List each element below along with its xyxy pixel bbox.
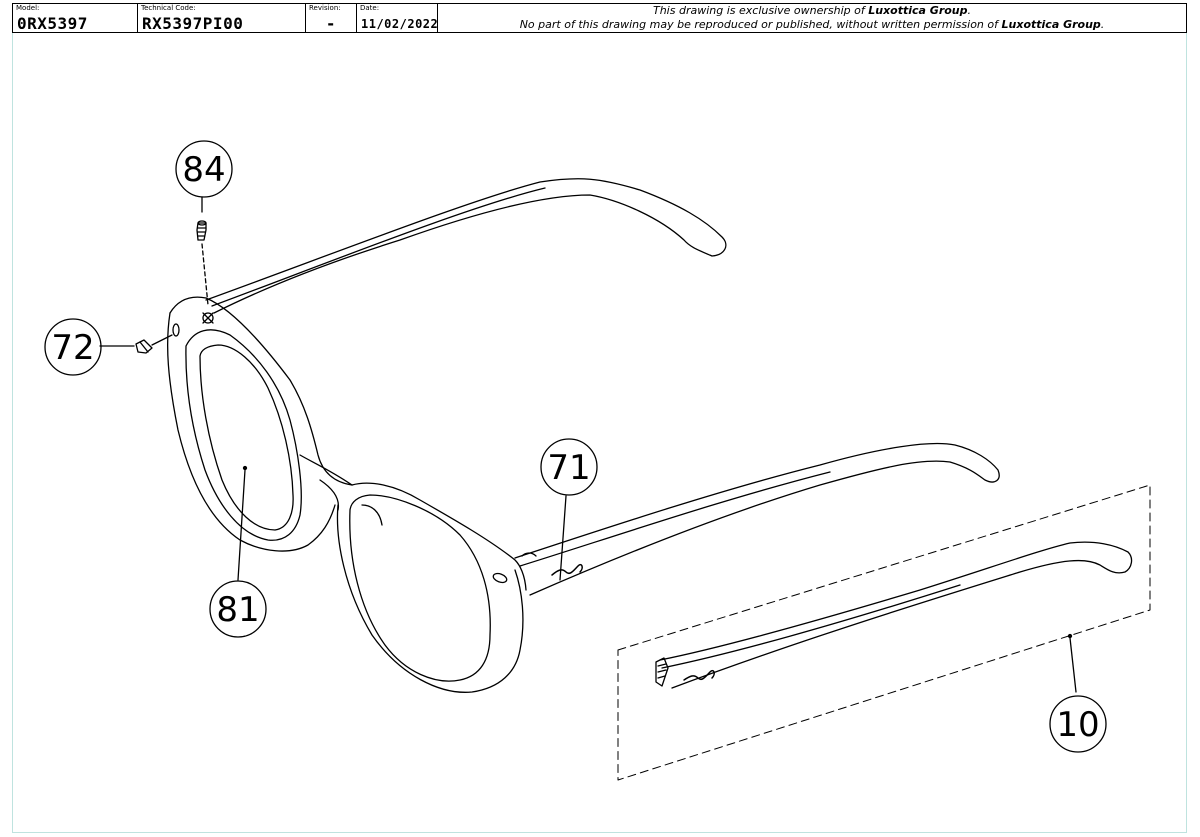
bridge [299, 454, 353, 511]
technical-code-label: Technical Code: [141, 4, 196, 12]
notice-line-2: No part of this drawing may be reproduce… [519, 18, 1105, 31]
part-72-screw [135, 339, 153, 354]
revision-label: Revision: [309, 4, 341, 12]
assembly-line-84 [201, 243, 209, 306]
date-value: 11/02/2022 [361, 17, 439, 31]
back-temple [205, 178, 727, 314]
date-label: Date: [360, 4, 380, 12]
leader-71 [559, 495, 567, 581]
hinge-screw [202, 312, 214, 324]
callout-label-10: 10 [1056, 705, 1099, 745]
callout-circle-81 [209, 580, 267, 638]
callout-circle-71 [540, 438, 598, 496]
front-temple [514, 442, 1000, 596]
spare-logo-icon [683, 669, 715, 681]
date-cell: Date: 11/02/2022 [356, 3, 438, 33]
model-cell: Model: 0RX5397 [12, 3, 138, 33]
callout-circle-10 [1049, 695, 1107, 753]
callout-label-81: 81 [216, 590, 259, 630]
revision-value: - [325, 14, 337, 33]
leader-81 [237, 469, 246, 581]
front-logo-icon [551, 563, 583, 576]
notice-line-1: This drawing is exclusive ownership of L… [652, 4, 972, 17]
leader-10 [1069, 637, 1077, 693]
notice-owner-1: Luxottica Group [868, 4, 968, 17]
part-10-spare-temple [655, 541, 1133, 689]
callout-label-71: 71 [547, 448, 590, 488]
model-label: Model: [16, 4, 40, 12]
callout-circle-84 [175, 140, 233, 198]
left-lens-rim [167, 296, 353, 552]
leader-72b [151, 334, 173, 346]
callout-circle-72 [44, 318, 102, 376]
technical-code-value: RX5397PI00 [142, 14, 244, 33]
spare-part-box [617, 484, 1151, 781]
ownership-notice: This drawing is exclusive ownership of L… [437, 3, 1187, 33]
callout-label-84: 84 [182, 150, 225, 190]
model-value: 0RX5397 [17, 14, 88, 33]
callout-label-72: 72 [51, 328, 94, 368]
right-lens-rim [336, 482, 527, 693]
leader-81-dot [242, 465, 248, 471]
part-84-screw [196, 220, 207, 241]
notice-owner-2: Luxottica Group [1001, 18, 1101, 31]
